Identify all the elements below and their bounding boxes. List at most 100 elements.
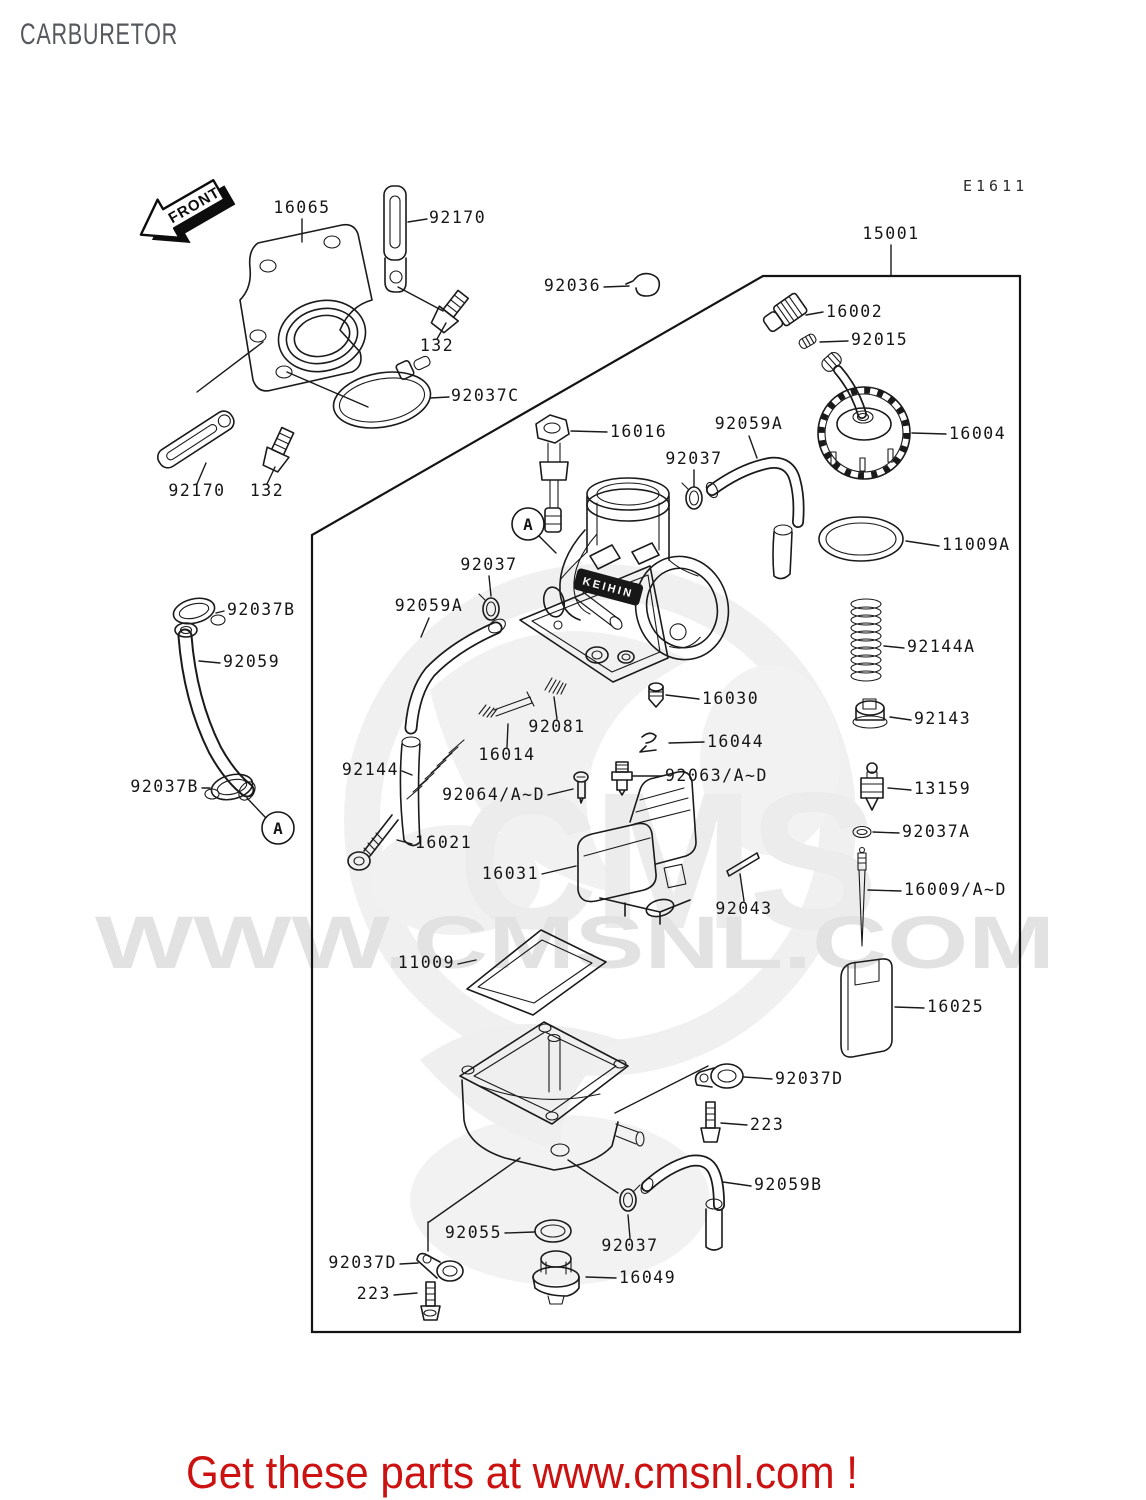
footer-link[interactable]: Get these parts at www.cmsnl.com ! [186, 1447, 858, 1498]
jet-92063-drawing [611, 761, 633, 796]
part-label-92081: 92081 [528, 717, 585, 736]
part-label-92037: 92037 [460, 555, 517, 574]
part-label-92055: 92055 [445, 1223, 502, 1242]
part-label-92043: 92043 [715, 899, 772, 918]
clip-92036-drawing [625, 272, 661, 297]
hose-92059b-drawing [640, 1154, 725, 1251]
bracket-strap-lower-drawing [156, 410, 235, 469]
part-label-16004: 16004 [949, 424, 1006, 443]
part-label-92036: 92036 [544, 276, 601, 295]
part-label-92170: 92170 [429, 208, 486, 227]
svg-text:A: A [523, 515, 533, 534]
part-label-92064AD: 92064/A~D [442, 785, 545, 804]
page-title: CARBURETOR [20, 18, 178, 51]
part-label-92059A: 92059A [715, 414, 784, 433]
callout-A: A [511, 507, 545, 541]
part-label-92059B: 92059B [754, 1175, 823, 1194]
part-label-92143: 92143 [914, 709, 971, 728]
bracket-92037d-left-drawing [416, 1252, 464, 1282]
part-label-13159: 13159 [914, 779, 971, 798]
part-label-16065: 16065 [273, 198, 330, 217]
part-label-92037: 92037 [601, 1236, 658, 1255]
hose-92059a-right-drawing [705, 456, 805, 580]
screw-16021-drawing [347, 814, 399, 871]
screw-223-left-drawing [420, 1281, 441, 1321]
oring-92055-drawing [534, 1219, 572, 1243]
part-label-92170: 92170 [168, 481, 225, 500]
part-label-16030: 16030 [702, 689, 759, 708]
bolt-132-upper-drawing [430, 289, 470, 334]
part-label-92059A: 92059A [395, 596, 464, 615]
part-label-223: 223 [357, 1284, 391, 1303]
assembly-box [310, 274, 1022, 1334]
leader-lines [196, 218, 947, 1296]
bolt-132-lower-drawing [262, 426, 295, 473]
hose-92059a-left-drawing [399, 618, 506, 847]
part-label-92037C: 92037C [451, 386, 520, 405]
gasket-11009-drawing [466, 929, 607, 1016]
spring-92081-drawing [544, 677, 567, 695]
part-label-132: 132 [250, 481, 284, 500]
part-labels-layer: 16065 92170 132 92037C 92170 132 92036 15001 160… [130, 198, 1011, 1303]
screw-223-right-drawing [700, 1101, 721, 1143]
part-label-16009AD: 16009/A~D [904, 880, 1007, 899]
float-bowl-drawing [459, 1021, 645, 1171]
diagram-code: E1611 [963, 177, 1028, 195]
clamp-92037-top-drawing [681, 482, 703, 510]
spring-92144-drawing [406, 739, 465, 800]
plug-16049-drawing [532, 1250, 580, 1305]
cap-16004-drawing [817, 351, 911, 480]
cup-16025-drawing [840, 958, 893, 1058]
part-92143-drawing [852, 698, 888, 729]
part-label-132: 132 [420, 336, 454, 355]
spring-92015-drawing [798, 333, 817, 349]
part-label-11009: 11009 [398, 953, 455, 972]
part-label-92037A: 92037A [902, 822, 971, 841]
jet-16030-drawing [648, 682, 664, 708]
clamp-92037b-top-drawing [172, 597, 226, 626]
part-label-92037B: 92037B [130, 777, 199, 796]
clamp-92037b-bottom-drawing [204, 773, 254, 801]
oring-92037a-drawing [852, 825, 872, 839]
adjuster-16002-drawing [762, 292, 808, 333]
part-label-16021: 16021 [415, 833, 472, 852]
carburetor-body-drawing: KEIHIN [519, 477, 730, 683]
part-label-92015: 92015 [851, 330, 908, 349]
part-label-92037D: 92037D [775, 1069, 844, 1088]
callouts-layer: AA [261, 507, 545, 845]
clip-16044-drawing [639, 732, 657, 753]
part-label-92059: 92059 [223, 652, 280, 671]
callout-A: A [261, 811, 295, 845]
part-label-16025: 16025 [927, 997, 984, 1016]
part-label-16049: 16049 [619, 1268, 676, 1287]
bracket-strap-upper-drawing [383, 185, 407, 293]
front-arrow: FRONT [139, 179, 236, 243]
part-label-16002: 16002 [826, 302, 883, 321]
screw-92064-drawing [573, 771, 589, 804]
part-drawings: KEIHIN [156, 185, 911, 1321]
watermark-site-text: WWW.CMSNL.COM [95, 901, 1055, 984]
part-label-92144: 92144 [342, 760, 399, 779]
part-label-11009A: 11009A [942, 535, 1011, 554]
clamp-92037-bottom-drawing [619, 1184, 641, 1212]
oring-11009a-drawing [818, 516, 904, 562]
part-label-16014: 16014 [478, 745, 535, 764]
adjuster-16016-drawing [535, 414, 570, 533]
part-label-16044: 16044 [707, 732, 764, 751]
part-label-15001: 15001 [862, 224, 919, 243]
needle-16009-drawing [857, 846, 867, 947]
part-label-16016: 16016 [610, 422, 667, 441]
part-label-92144A: 92144A [907, 637, 976, 656]
pin-92043-drawing [726, 852, 760, 877]
part-label-223: 223 [750, 1115, 784, 1134]
svg-text:A: A [273, 819, 283, 838]
valve-13159-drawing [860, 762, 884, 811]
part-label-92063AD: 92063/A~D [665, 766, 768, 785]
part-label-92037: 92037 [665, 449, 722, 468]
part-label-16031: 16031 [482, 864, 539, 883]
float-16031-drawing [576, 770, 697, 925]
bracket-92037d-right-drawing [694, 1063, 744, 1089]
spring-92144a-drawing [850, 598, 882, 682]
